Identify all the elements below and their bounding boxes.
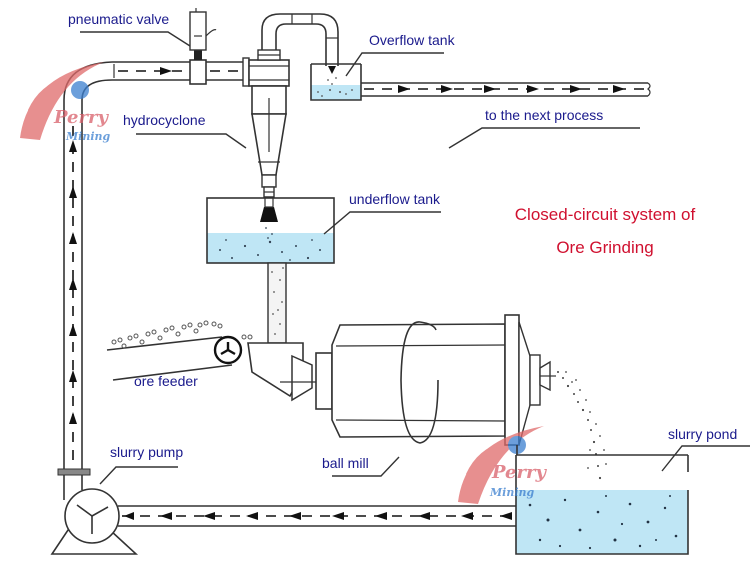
riser-pipe: [57, 61, 113, 476]
discharge-stream: [557, 371, 607, 480]
watermark-bottom: Perry Mining: [458, 426, 547, 504]
label-hydrocyclone: hydrocyclone: [123, 112, 206, 128]
return-pipe: [118, 505, 516, 527]
slurry-pond: [515, 454, 689, 555]
ball-mill: [315, 314, 556, 446]
label-underflow-tank: underflow tank: [349, 191, 441, 207]
labels: pneumatic valve Overflow tank hydrocyclo…: [68, 11, 750, 485]
ore-pieces: [111, 320, 253, 349]
riser-flange: [57, 468, 91, 476]
underflow-downpipe: [267, 262, 287, 344]
label-ball-mill: ball mill: [322, 455, 369, 471]
next-process-pipe: [361, 82, 651, 97]
underflow-tank: [206, 197, 335, 264]
hydrocyclone: [242, 13, 339, 222]
watermark-dot: [71, 81, 89, 99]
apex-nozzle: [260, 207, 278, 222]
feed-pipe: [112, 8, 245, 85]
diagram-title-line2: Ore Grinding: [556, 238, 653, 257]
label-overflow-tank: Overflow tank: [369, 32, 456, 48]
label-pneumatic-valve: pneumatic valve: [68, 11, 169, 27]
watermark-subbrand: Mining: [65, 130, 111, 143]
watermark-subbrand: Mining: [489, 486, 535, 499]
diagram-title-line1: Closed-circuit system of: [515, 205, 696, 224]
watermark-top: Perry Mining: [20, 62, 111, 143]
label-ore-feeder: ore feeder: [134, 373, 198, 389]
ore-feeder: [106, 320, 253, 381]
overflow-tank: [310, 63, 362, 101]
riser-flow-arrows: [69, 140, 77, 424]
pneumatic-valve: [189, 8, 217, 85]
label-slurry-pump: slurry pump: [110, 444, 183, 460]
feed-chute: [247, 342, 318, 402]
watermark-brand: Perry: [53, 107, 109, 128]
slurry-pump: [50, 475, 139, 555]
watermark-brand: Perry: [491, 462, 547, 483]
label-next-process: to the next process: [485, 107, 603, 123]
label-slurry-pond: slurry pond: [668, 426, 737, 442]
